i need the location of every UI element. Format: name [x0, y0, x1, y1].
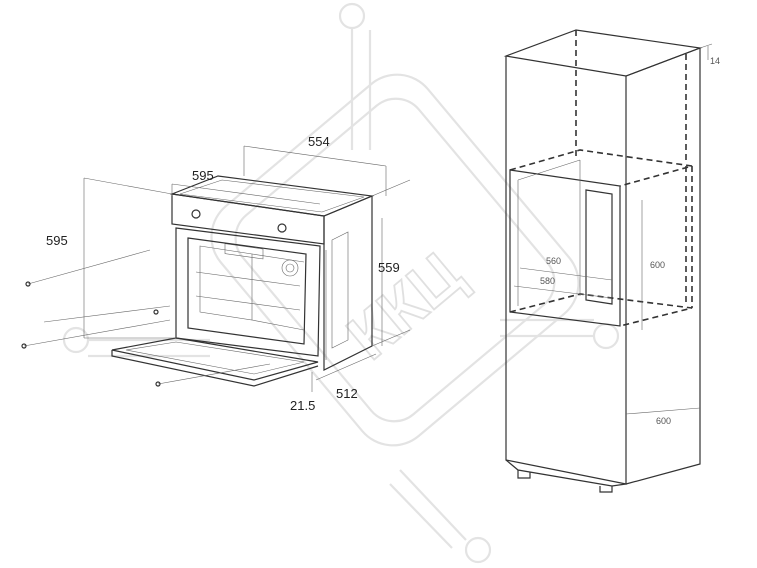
- screw-1: [25, 281, 31, 287]
- screw-2: [153, 309, 159, 315]
- cabinet-side: [625, 47, 701, 485]
- dim-559-label: 559: [378, 260, 400, 275]
- cabinet-feet: [517, 470, 613, 493]
- oven-cavity-back: [199, 245, 253, 321]
- cabinet-top: [503, 29, 703, 77]
- watermark-frame-outer: [210, 73, 580, 447]
- dim-line-554: [243, 145, 387, 196]
- oven-door: [111, 337, 319, 381]
- screw-line-2: [43, 305, 171, 323]
- dim-595-height-label: 595: [46, 233, 68, 248]
- dim-line-559: [371, 179, 411, 347]
- niche-opening: [509, 169, 621, 327]
- watermark-circle-right: [592, 322, 620, 350]
- niche-inner-panel: [585, 189, 613, 305]
- oven-dimensions: 554 595 595 559 512 21.5: [46, 134, 411, 413]
- watermark-frame-inner: [234, 97, 556, 423]
- watermark: ККЦ: [62, 2, 620, 564]
- oven-cavity: [187, 237, 307, 345]
- screw-line-4: [157, 363, 271, 385]
- dim-line-595-front: [171, 183, 321, 205]
- dim-line-560: [519, 267, 613, 281]
- watermark-stem-bottom: [389, 469, 467, 549]
- dim-21-5-label: 21.5: [290, 398, 315, 413]
- dim-line-512: [315, 353, 377, 381]
- watermark-circle-left: [62, 326, 90, 354]
- screw-4: [155, 381, 161, 387]
- watermark-text: ККЦ: [334, 238, 476, 374]
- watermark-circle-top: [338, 2, 366, 30]
- dim-554-label: 554: [308, 134, 330, 149]
- dim-512-label: 512: [336, 386, 358, 401]
- oven-front-frame: [175, 227, 321, 357]
- dim-line-600-base: [625, 407, 701, 415]
- oven-fan: [281, 259, 299, 277]
- dim-600-label: 600: [650, 260, 665, 270]
- dim-line-580: [513, 285, 613, 299]
- oven-display: [224, 243, 264, 260]
- oven-cavity-edges: [251, 253, 305, 331]
- oven-knob-left: [191, 209, 201, 219]
- oven-door-edge: [111, 350, 319, 387]
- oven-top-inner: [179, 179, 365, 213]
- oven-side-rail: [331, 231, 349, 349]
- oven-door-glass: [125, 341, 305, 375]
- oven-knob-right: [277, 223, 287, 233]
- oven-shelf-runners: [195, 271, 301, 311]
- screw-line-3: [23, 319, 171, 347]
- cabinet-front: [505, 56, 627, 485]
- niche-bottom-hidden: [509, 293, 693, 327]
- watermark-circle-bottom: [464, 536, 492, 564]
- cabinet-dimensions: 14 560 580 600 600: [513, 43, 720, 426]
- watermark-stem-left: [88, 338, 210, 358]
- dim-line-595-height: [83, 177, 176, 339]
- dim-14-label: 14: [710, 56, 720, 66]
- oven-drawing: [21, 175, 375, 387]
- dim-595-front-label: 595: [192, 168, 214, 183]
- oven-fan-hub: [285, 263, 295, 273]
- screw-3: [21, 343, 27, 349]
- cabinet-plinth: [505, 459, 627, 487]
- cabinet-drawing: [503, 29, 703, 493]
- screw-line-1: [27, 249, 151, 285]
- dim-560-label: 560: [546, 256, 561, 266]
- dim-580-label: 580: [540, 276, 555, 286]
- watermark-stem-right: [500, 318, 594, 338]
- dim-line-14: [699, 43, 713, 60]
- niche-inner-lines: [517, 159, 581, 306]
- niche-top-hidden: [509, 149, 693, 187]
- watermark-stem-top: [350, 28, 372, 150]
- dim-600-base-label: 600: [656, 416, 671, 426]
